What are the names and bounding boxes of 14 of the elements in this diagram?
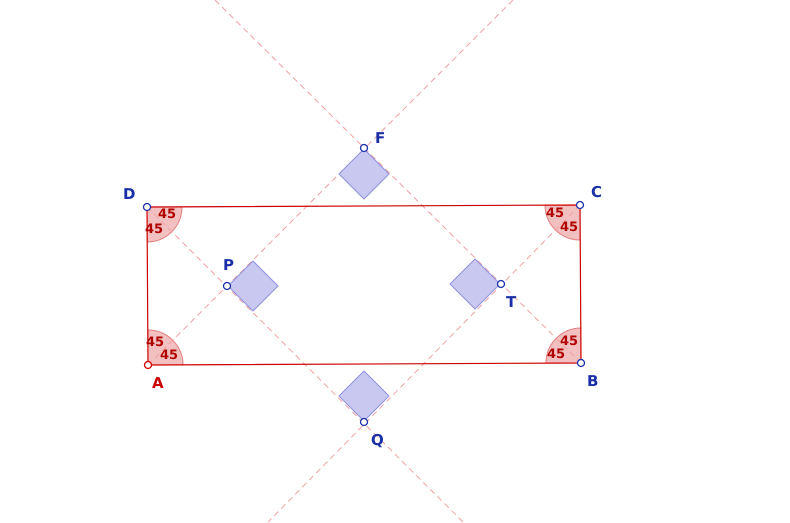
point-label: B bbox=[587, 374, 598, 389]
point-label: A bbox=[152, 376, 164, 391]
point-label: C bbox=[591, 185, 602, 200]
angle-label: 45 bbox=[546, 207, 564, 220]
angle-label: 45 bbox=[547, 348, 566, 361]
point-label: Q bbox=[371, 433, 384, 448]
angle-label: 45 bbox=[560, 221, 578, 234]
angle-label: 45 bbox=[160, 349, 178, 362]
angle-label: 45 bbox=[560, 335, 578, 348]
point-label: D bbox=[123, 187, 136, 202]
point-label: P bbox=[223, 258, 234, 273]
point-label: T bbox=[506, 295, 516, 310]
point-label: F bbox=[375, 131, 386, 146]
angle-label: 45 bbox=[158, 208, 176, 221]
